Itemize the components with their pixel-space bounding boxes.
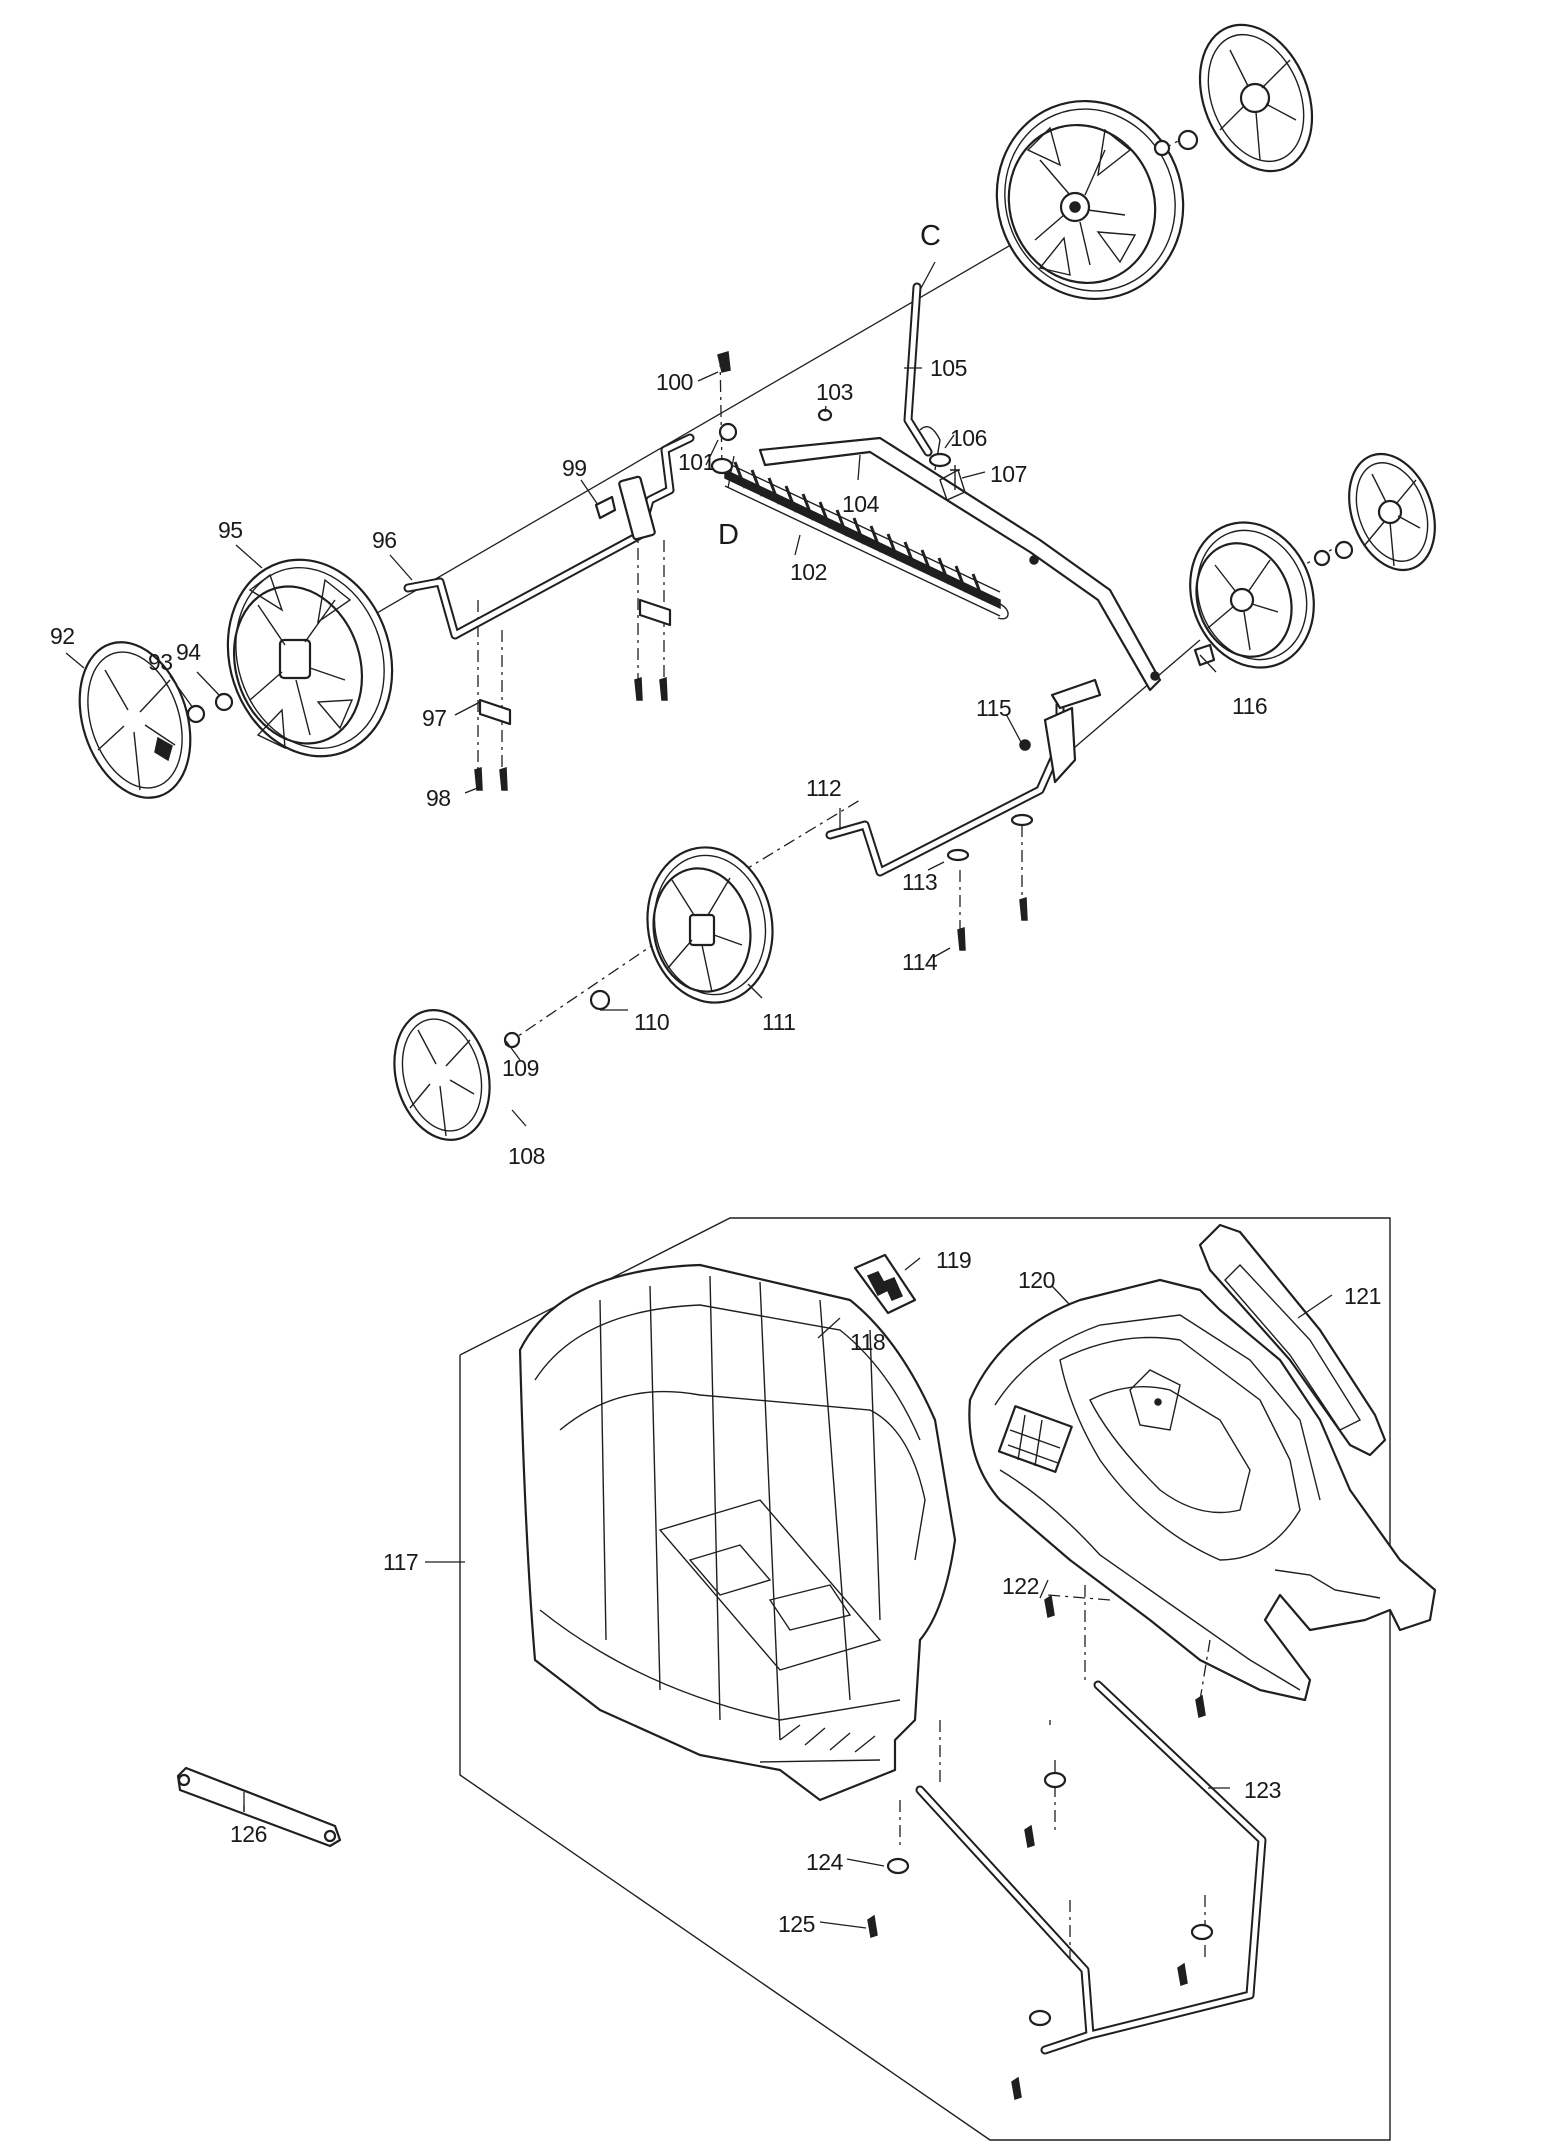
callout-101: 101 — [678, 449, 715, 475]
callout-125: 125 — [778, 1911, 815, 1937]
lever-105 — [903, 282, 933, 457]
callout-120: 120 — [1018, 1267, 1055, 1293]
callout-116: 116 — [1232, 693, 1267, 719]
callout-113: 113 — [902, 869, 937, 895]
frame-rod-123 — [915, 1680, 1267, 2055]
latch-119 — [853, 1253, 917, 1315]
small-fasteners — [474, 351, 1216, 951]
callout-121: 121 — [1344, 1283, 1381, 1309]
callout-122: 122 — [1002, 1573, 1039, 1599]
callout-96: 96 — [372, 527, 397, 553]
rear-wheel-right — [995, 99, 1185, 301]
callout-124: 124 — [806, 1849, 844, 1875]
callout-109: 109 — [502, 1055, 539, 1081]
front-wheel-left — [646, 846, 774, 1004]
callout-119: 119 — [936, 1247, 971, 1273]
callout-labels: 92 93 94 95 96 97 98 99 100 101 102 103 … — [50, 220, 1381, 1937]
front-wheel-right — [1189, 521, 1315, 669]
callout-108: 108 — [508, 1143, 545, 1169]
callout-100: 100 — [656, 369, 693, 395]
frame-hardware — [867, 1585, 1214, 2100]
rear-wheel-left — [226, 558, 394, 758]
callout-106: 106 — [950, 425, 987, 451]
callout-117: 117 — [383, 1549, 418, 1575]
callout-126: 126 — [230, 1821, 267, 1847]
reference-letter-d: D — [718, 519, 739, 551]
callout-114: 114 — [902, 949, 938, 975]
callout-105: 105 — [930, 355, 967, 381]
leader-lines — [65, 261, 1333, 1929]
callout-102: 102 — [790, 559, 827, 585]
callout-98: 98 — [426, 785, 451, 811]
axle-centerlines — [295, 139, 1341, 1046]
callout-104: 104 — [842, 491, 880, 517]
grass-box-frame — [459, 1217, 1391, 2141]
spring-102 — [710, 457, 1009, 620]
lid-vents — [997, 1405, 1073, 1473]
front-hubcap-left — [393, 989, 611, 1141]
catcher-lid-120 — [968, 1278, 1437, 1702]
rear-axle-rod — [403, 433, 695, 640]
grass-catcher-118 — [518, 1263, 957, 1802]
callout-99: 99 — [562, 455, 587, 481]
callout-94: 94 — [176, 639, 201, 665]
callout-112: 112 — [806, 775, 841, 801]
callout-93: 93 — [148, 649, 173, 675]
callout-103: 103 — [816, 379, 853, 405]
height-adjust-bar-104 — [758, 436, 1162, 692]
callout-111: 111 — [762, 1009, 795, 1035]
callout-123: 123 — [1244, 1777, 1281, 1803]
lever-parts-106-107 — [919, 426, 960, 490]
callout-95: 95 — [218, 517, 243, 543]
link-bar-126 — [176, 1766, 342, 1848]
reference-letter-c: C — [920, 220, 941, 252]
callout-115: 115 — [976, 695, 1011, 721]
callout-110: 110 — [634, 1009, 669, 1035]
front-hubcap-right — [1313, 452, 1436, 572]
front-axle-rod — [825, 678, 1102, 877]
catcher-handle-121 — [1198, 1223, 1387, 1457]
rear-hubcap-left — [78, 641, 234, 799]
callout-107: 107 — [990, 461, 1027, 487]
rear-hubcap-right — [1153, 23, 1314, 173]
callout-92: 92 — [50, 623, 75, 649]
callout-118: 118 — [850, 1329, 885, 1355]
callout-97: 97 — [422, 705, 447, 731]
